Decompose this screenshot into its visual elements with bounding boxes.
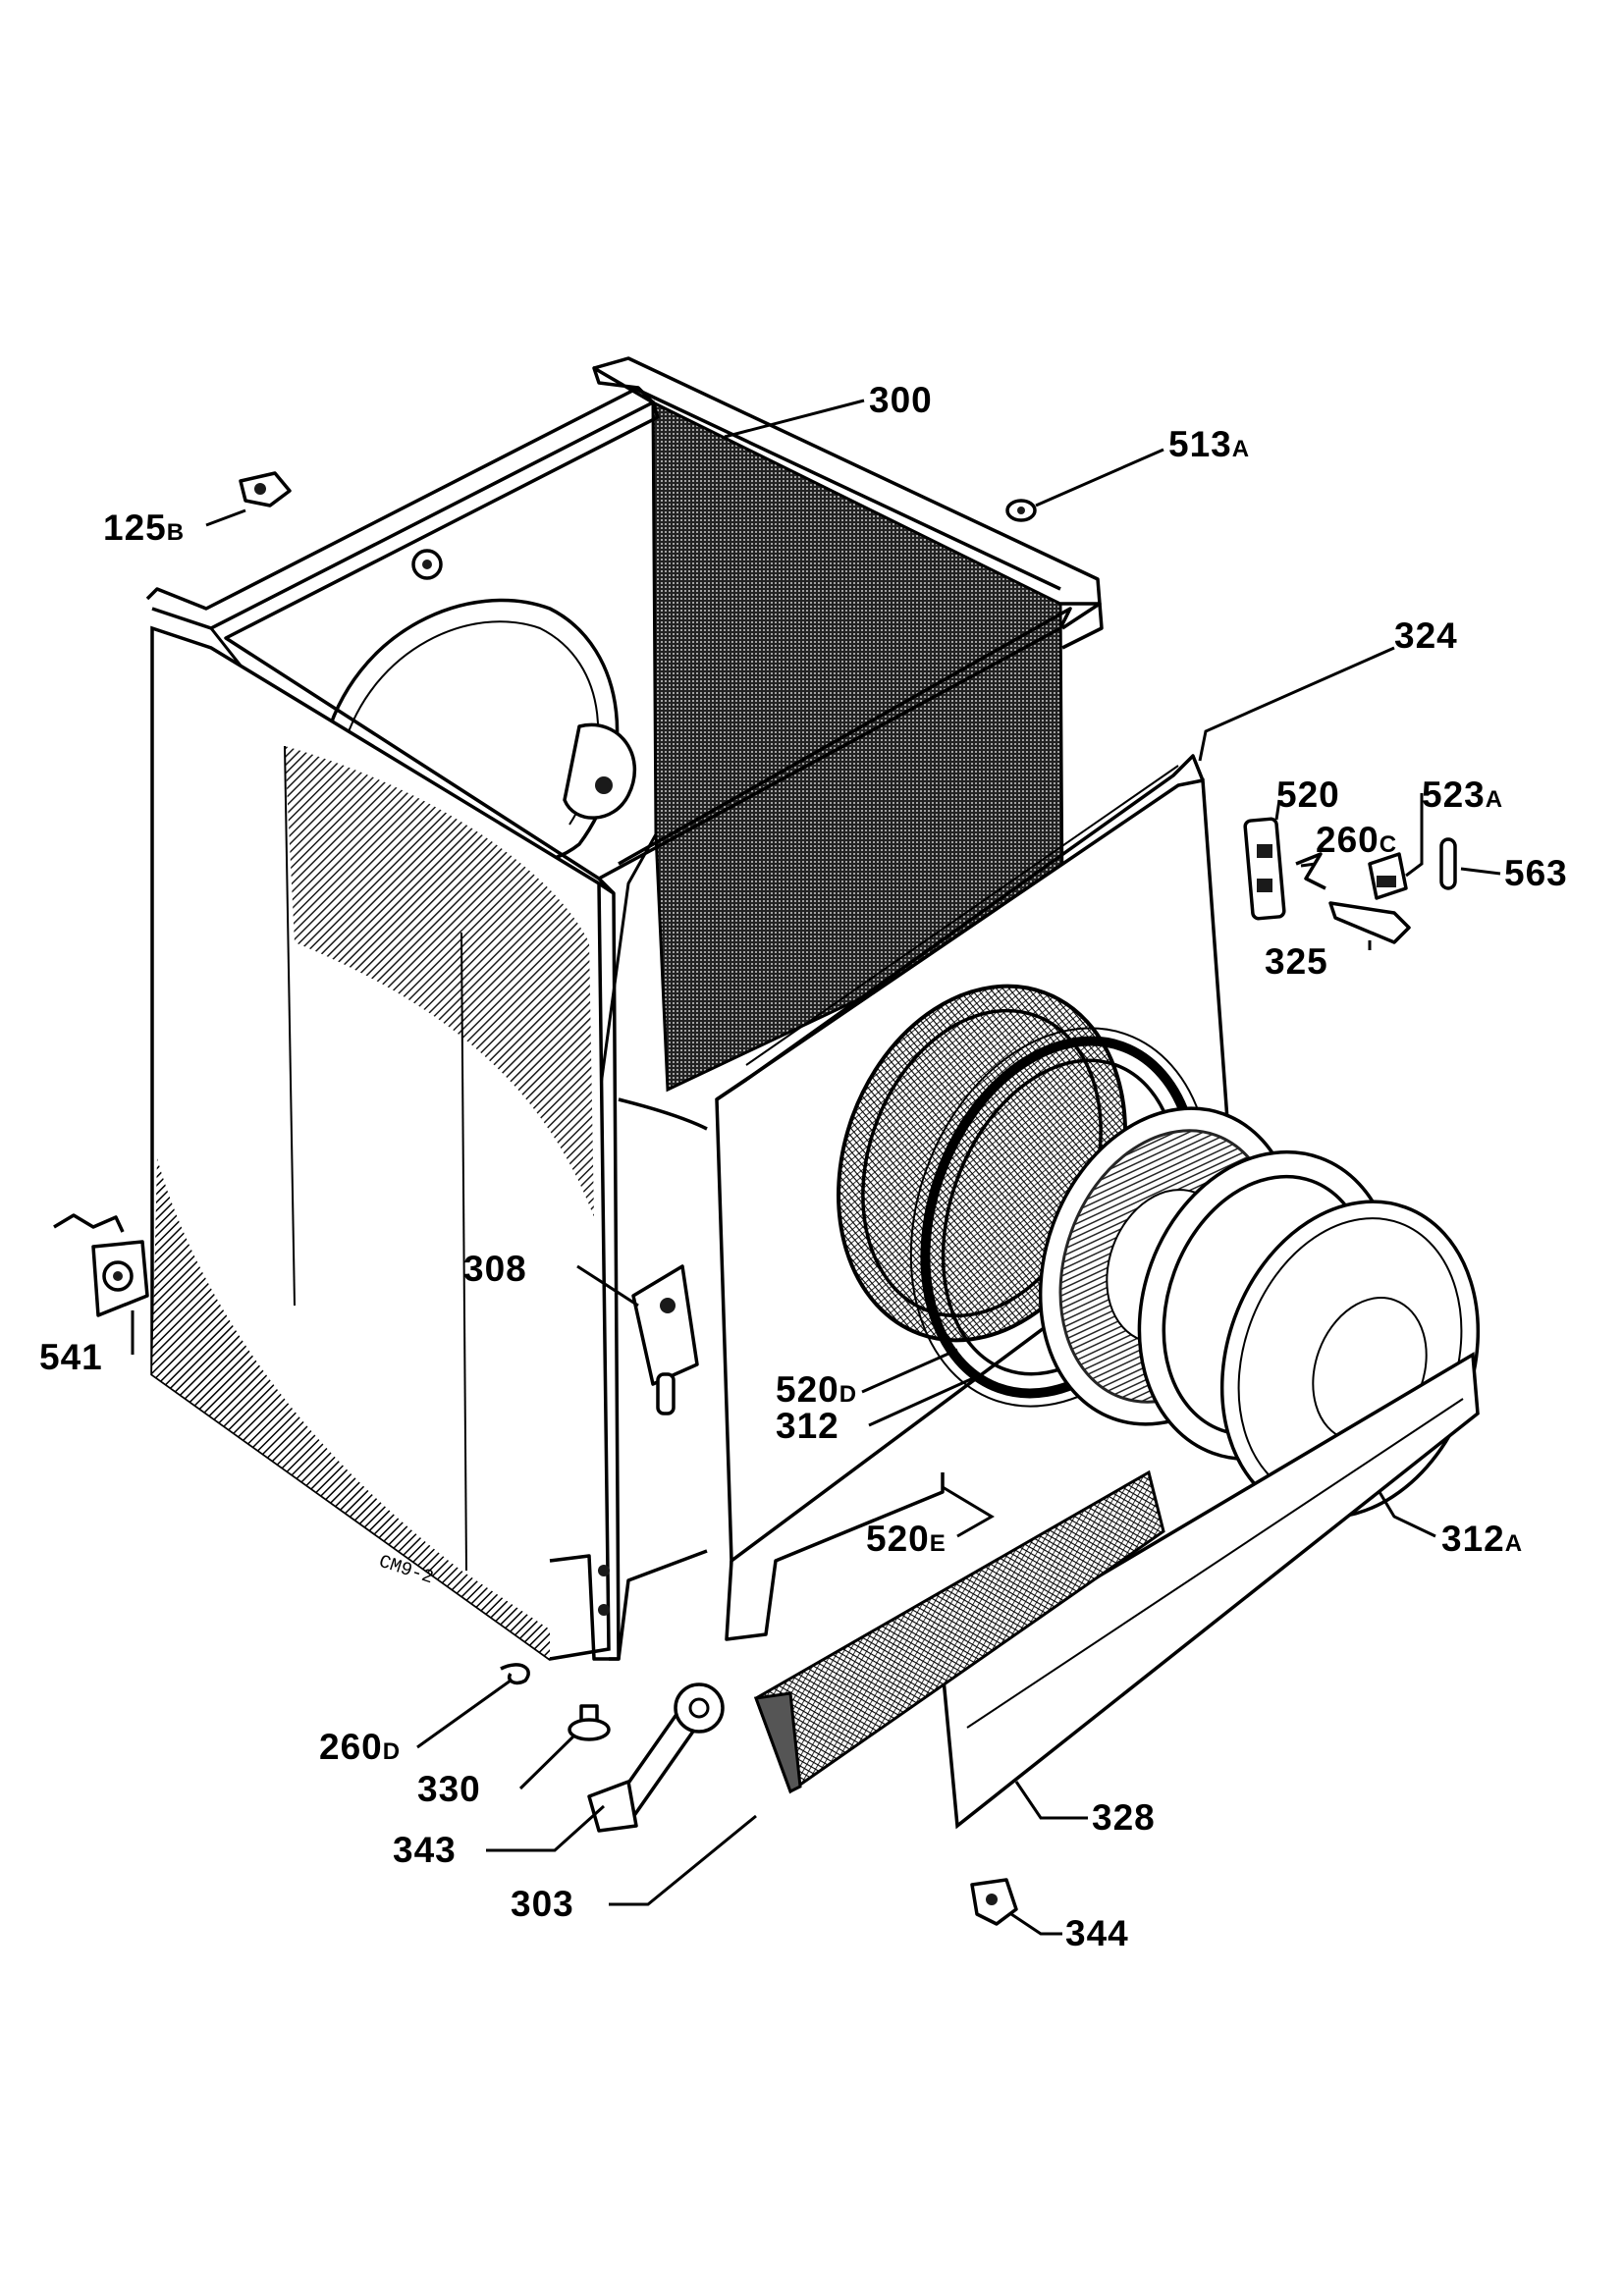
part-541-pump-icon — [53, 1213, 149, 1317]
label-330: 330 — [417, 1769, 481, 1809]
label-520d: 520D — [776, 1369, 857, 1410]
label-563: 563 — [1504, 853, 1568, 893]
part-513a-clip-icon — [1005, 499, 1037, 522]
part-523a-switch-icon — [1368, 852, 1408, 900]
leader-lines — [131, 399, 1501, 1936]
label-125b: 125B — [103, 507, 185, 548]
label-300: 300 — [869, 380, 933, 420]
label-343: 343 — [393, 1830, 457, 1870]
label-308: 308 — [463, 1249, 527, 1289]
side-panel-shading-upper — [285, 746, 594, 1217]
top-frame-front-rail — [598, 607, 1072, 881]
label-260c: 260C — [1316, 820, 1397, 860]
part-308-hinge-icon — [631, 1264, 699, 1415]
part-330-foot-icon — [568, 1704, 611, 1741]
part-343-spanner-icon — [587, 1682, 725, 1833]
side-panel-shading-lower — [152, 1158, 550, 1659]
part-520-door-latch-icon — [1243, 817, 1286, 921]
top-frame-right-rail — [592, 366, 654, 404]
label-312a: 312A — [1441, 1519, 1523, 1559]
label-312: 312 — [776, 1406, 839, 1446]
part-125b-clip-icon — [239, 471, 292, 507]
cabinet-base-bracket — [549, 1549, 708, 1661]
label-523a: 523A — [1422, 774, 1503, 815]
label-260d: 260D — [319, 1727, 401, 1767]
plinth-panel-328 — [941, 1352, 1480, 1830]
cabinet-frame: CM9-2 — [145, 356, 1104, 1661]
label-520: 520 — [1276, 774, 1340, 815]
label-541: 541 — [39, 1337, 103, 1377]
label-303: 303 — [511, 1884, 574, 1924]
part-labels: 300 513A 125B 324 520 523A 260C 563 325 … — [39, 380, 1568, 1953]
part-325-handle-icon — [1328, 901, 1411, 944]
label-328: 328 — [1092, 1797, 1156, 1838]
part-344-stopper-icon — [970, 1878, 1018, 1926]
part-260d-clip-icon — [500, 1663, 530, 1685]
label-324: 324 — [1394, 615, 1458, 656]
part-563-pin-icon — [1439, 837, 1457, 890]
label-325: 325 — [1265, 941, 1328, 982]
part-260c-spring-icon — [1295, 852, 1326, 890]
label-513a: 513A — [1168, 424, 1250, 464]
label-344: 344 — [1065, 1913, 1129, 1953]
label-520e: 520E — [866, 1519, 947, 1559]
